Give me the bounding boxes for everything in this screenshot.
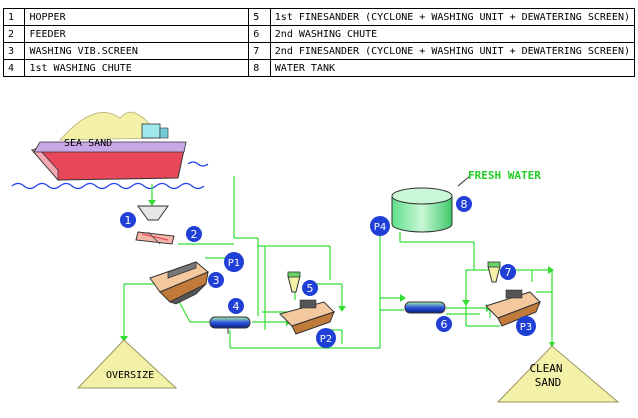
equipment-marker-7: 7 xyxy=(500,264,516,280)
first-washing-chute-icon xyxy=(209,316,251,334)
equipment-marker-2: 2 xyxy=(186,226,202,242)
legend-number: 8 xyxy=(248,59,271,77)
marker-number: 7 xyxy=(505,266,512,279)
equipment-marker-8: 8 xyxy=(456,196,472,212)
pump-label: P3 xyxy=(520,322,532,333)
equipment-marker-5: 5 xyxy=(302,280,318,296)
pump-label: P4 xyxy=(374,222,386,233)
marker-number: 4 xyxy=(233,300,240,313)
legend-equipment-name: WATER TANK xyxy=(269,59,636,77)
marker-number: 2 xyxy=(191,228,198,241)
marker-number: 5 xyxy=(307,282,314,295)
equipment-marker-3: 3 xyxy=(208,272,224,288)
water-tank-icon xyxy=(391,187,453,233)
marker-number: 8 xyxy=(461,198,468,211)
legend-row: 1 HOPPER 5 1st FINESANDER (CYCLONE + WAS… xyxy=(2,8,636,26)
oversize-pile: OVERSIZE xyxy=(76,339,178,389)
sea-waves xyxy=(11,161,209,190)
feeder-icon xyxy=(135,231,175,245)
legend-number: 2 xyxy=(2,25,26,43)
pump-marker-p2: P2 xyxy=(316,328,336,348)
legend-row: 3 WASHING VIB.SCREEN 7 2nd FINESANDER (C… xyxy=(2,42,636,60)
pump-marker-p1: P1 xyxy=(224,252,244,272)
equipment-marker-6: 6 xyxy=(436,316,452,332)
ship-illustration: SEA SAND xyxy=(30,111,187,182)
marker-number: 3 xyxy=(213,274,220,287)
pump-marker-p3: P3 xyxy=(516,316,536,336)
clean-sand-label-line1: CLEAN xyxy=(529,362,562,375)
second-finesander-icon xyxy=(485,261,541,327)
pump-marker-p4: P4 xyxy=(370,216,390,236)
legend-row: 4 1st WASHING CHUTE 8 WATER TANK xyxy=(2,59,636,77)
pipe-network xyxy=(123,176,553,349)
equipment-legend-table: 1 HOPPER 5 1st FINESANDER (CYCLONE + WAS… xyxy=(2,8,636,77)
equipment-marker-4: 4 xyxy=(228,298,244,314)
sea-sand-label: SEA SAND xyxy=(64,138,112,149)
marker-number: 1 xyxy=(125,214,132,227)
legend-equipment-name: 1st WASHING CHUTE xyxy=(24,59,250,77)
clean-sand-pile: CLEAN SAND xyxy=(496,345,620,403)
washing-vibrating-screen-icon xyxy=(149,261,209,305)
oversize-label: OVERSIZE xyxy=(106,370,154,381)
fresh-water-label: FRESH WATER xyxy=(468,169,541,182)
pump-label: P1 xyxy=(228,258,240,269)
legend-number: 6 xyxy=(248,25,271,43)
legend-number: 7 xyxy=(248,42,271,60)
equipment-marker-1: 1 xyxy=(120,212,136,228)
hopper-icon xyxy=(137,205,169,221)
first-finesander-icon xyxy=(279,271,335,335)
legend-number: 4 xyxy=(2,59,26,77)
clean-sand-label-line2: SAND xyxy=(535,376,562,389)
fresh-water-inlet: FRESH WATER xyxy=(457,169,541,187)
marker-number: 6 xyxy=(441,318,448,331)
second-washing-chute-icon xyxy=(404,301,446,314)
pump-label: P2 xyxy=(320,334,332,345)
